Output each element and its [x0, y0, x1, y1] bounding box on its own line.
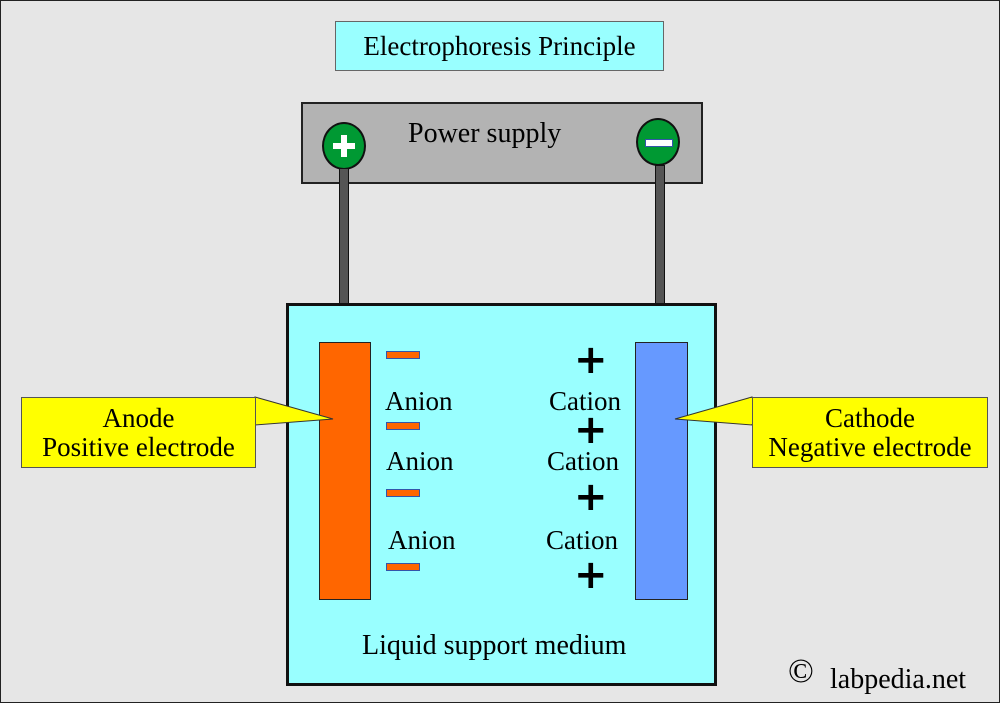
anion-label: Anion: [385, 386, 453, 416]
cation-plus-icon: +: [574, 474, 608, 520]
title-text: Electrophoresis Principle: [363, 30, 636, 61]
anode-subtitle: Positive electrode: [42, 431, 235, 462]
plus-vertical: [341, 135, 347, 157]
power-supply-label: Power supply: [408, 118, 562, 149]
cation-plus-icon: +: [574, 552, 608, 598]
cation-plus-icon: +: [574, 407, 608, 453]
anion-minus-icon: [386, 422, 420, 430]
anion-minus-icon: [386, 563, 420, 571]
cation-label: Cation: [549, 386, 621, 416]
cathode-electrode: [635, 342, 688, 600]
cathode-callout: Cathode Negative electrode: [752, 397, 988, 468]
anion-label: Anion: [386, 446, 454, 476]
cation-label: Cation: [547, 446, 619, 476]
anion-minus-icon: [386, 351, 420, 359]
cation-label: Cation: [546, 525, 618, 555]
anode-electrode: [319, 342, 371, 600]
anode-title: Anode: [102, 402, 175, 433]
negative-terminal-icon: [636, 118, 680, 166]
anode-callout: Anode Positive electrode: [21, 397, 256, 468]
positive-terminal-icon: [322, 122, 366, 170]
medium-label: Liquid support medium: [362, 630, 627, 661]
anode-callout-pointer: [254, 396, 334, 426]
cathode-subtitle: Negative electrode: [768, 431, 972, 462]
cathode-title: Cathode: [825, 402, 915, 433]
diagram-title: Electrophoresis Principle: [335, 21, 664, 71]
watermark-site: labpedia.net: [830, 664, 967, 695]
copyright-icon: ©: [788, 653, 814, 690]
anion-minus-icon: [386, 489, 420, 497]
cation-plus-icon: +: [574, 337, 608, 383]
cathode-callout-pointer: [674, 396, 753, 426]
anion-label: Anion: [388, 525, 456, 555]
minus-bar: [645, 139, 673, 147]
